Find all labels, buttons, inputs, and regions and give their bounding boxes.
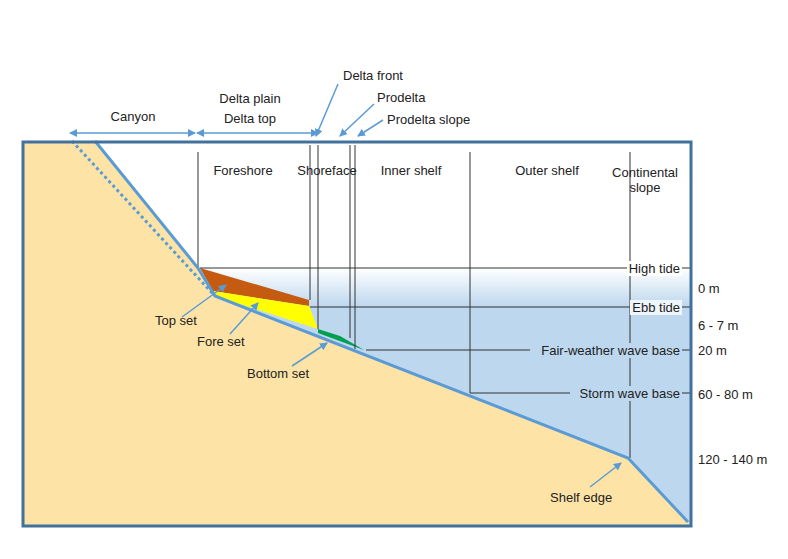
sea-floor xyxy=(22,141,691,527)
column-heading: Inner shelf xyxy=(381,163,442,178)
depth-value: 20 m xyxy=(698,343,727,358)
column-heading: Outer shelf xyxy=(515,163,579,178)
zone-heading: Delta front xyxy=(343,68,403,83)
zone-heading: Delta top xyxy=(224,111,276,126)
part-label: Bottom set xyxy=(247,366,309,381)
zone-heading: Prodelta xyxy=(377,90,425,105)
part-label: Fore set xyxy=(197,334,245,349)
depth-value: 6 - 7 m xyxy=(698,318,738,333)
zone-heading: Canyon xyxy=(111,109,156,124)
zone-heading: Delta plain xyxy=(219,91,280,106)
depth-value: 0 m xyxy=(698,281,720,296)
column-heading: Foreshore xyxy=(213,163,272,178)
depth-value: 60 - 80 m xyxy=(698,387,753,402)
fore-set xyxy=(213,291,318,329)
part-label: Top set xyxy=(155,313,197,328)
level-name: High tide xyxy=(627,261,682,276)
column-heading: Continental slope xyxy=(602,165,688,195)
frame xyxy=(23,142,691,526)
level-name: Storm wave base xyxy=(578,386,682,401)
column-heading: Shoreface xyxy=(297,163,356,178)
part-label: Shelf edge xyxy=(550,490,612,505)
span-arrows xyxy=(70,84,621,487)
depth-value: 120 - 140 m xyxy=(698,452,767,467)
dotted-profile xyxy=(72,141,213,294)
level-name: Ebb tide xyxy=(630,300,682,315)
shelf-profile xyxy=(95,141,688,522)
zone-lines xyxy=(198,145,691,458)
level-name: Fair-weather wave base xyxy=(539,343,682,358)
zone-heading: Prodelta slope xyxy=(387,112,470,127)
